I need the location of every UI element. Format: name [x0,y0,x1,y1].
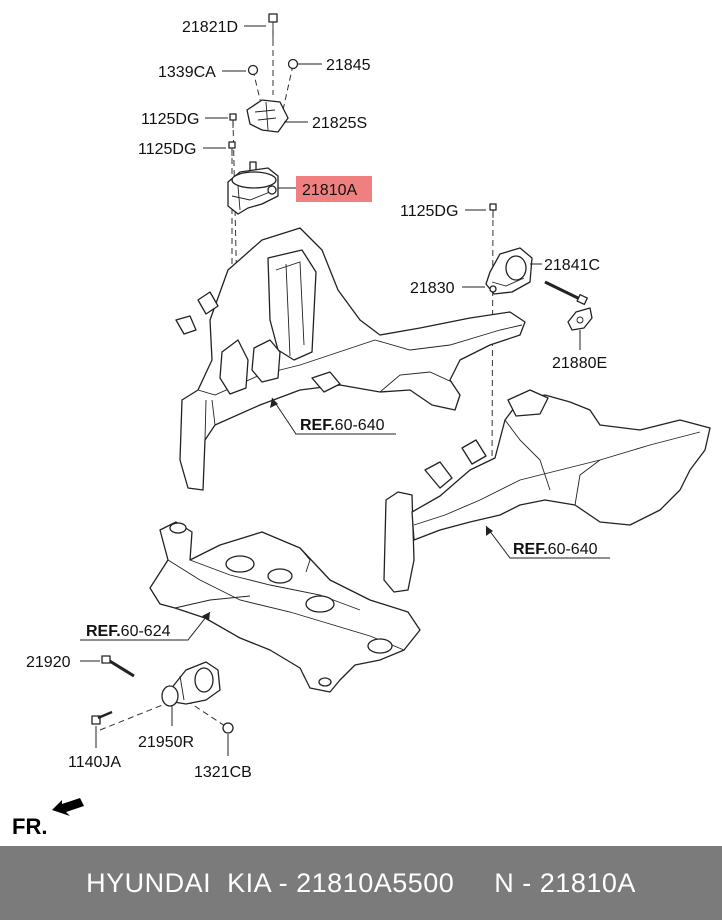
front-side-member-right [383,389,711,593]
label-1140ja: 1140JA [68,754,121,771]
part-number-footer: HYUNDAI KIA - 21810A5500 N - 21810A [0,846,722,920]
bolt-1140ja [91,710,113,725]
bolt-21841c [544,280,588,306]
reference-prefix: REF. [300,417,335,434]
parts-diagram: 21821D 1339CA 21845 1125DG 21825S 1125DG… [12,13,711,839]
bolt-21821d [268,13,278,40]
subframe-crossmember [149,521,421,693]
reference-code: 60-624 [121,623,171,640]
engine-mount-21810a [227,161,279,215]
leader-lines [80,25,610,756]
label-21810a: 21810A [302,182,357,199]
front-side-member-left [175,227,526,491]
label-21920: 21920 [26,654,71,671]
reference-prefix: REF. [86,623,121,640]
label-21821d: 21821D [182,19,238,36]
roll-rod-bracket-21950r [161,661,221,707]
bolt-1125dg-upper [228,113,237,156]
label-1125dg-c: 1125DG [400,203,458,220]
reference-prefix: REF. [513,541,548,558]
label-21825s: 21825S [312,115,367,132]
label-21845: 21845 [326,57,371,74]
label-21830: 21830 [410,280,455,297]
bolt-21920 [101,655,135,678]
label-1125dg-b: 1125DG [138,141,196,158]
reference-60-640-lower: REF.60-640 [513,541,598,558]
reference-labels: REF.60-640 REF.60-640 REF.60-624 [86,417,598,640]
label-1321cb: 1321CB [194,764,252,781]
label-21950r: 21950R [138,734,194,751]
nut-1339ca [247,64,259,76]
label-1125dg-a: 1125DG [141,111,199,128]
bracket-21880e [567,307,593,331]
label-21841c: 21841C [544,257,600,274]
front-indicator-label: FR. [12,814,47,839]
reference-code: 60-640 [548,541,598,558]
reference-60-640-upper: REF.60-640 [300,417,385,434]
front-indicator: FR. [12,798,84,839]
nut-1321cb [222,722,234,734]
label-21880e: 21880E [552,355,607,372]
transmission-mount-21830 [485,247,533,295]
part-labels: 21821D 1339CA 21845 1125DG 21825S 1125DG… [26,19,607,781]
front-arrow-icon [52,798,84,816]
bracket-21825s [246,99,289,133]
label-1339ca: 1339CA [158,64,216,81]
bolt-1125dg-right [489,203,497,218]
reference-60-624: REF.60-624 [86,623,171,640]
highlight-box-21810a [296,176,372,202]
nut-21845 [287,58,299,70]
reference-code: 60-640 [335,417,385,434]
